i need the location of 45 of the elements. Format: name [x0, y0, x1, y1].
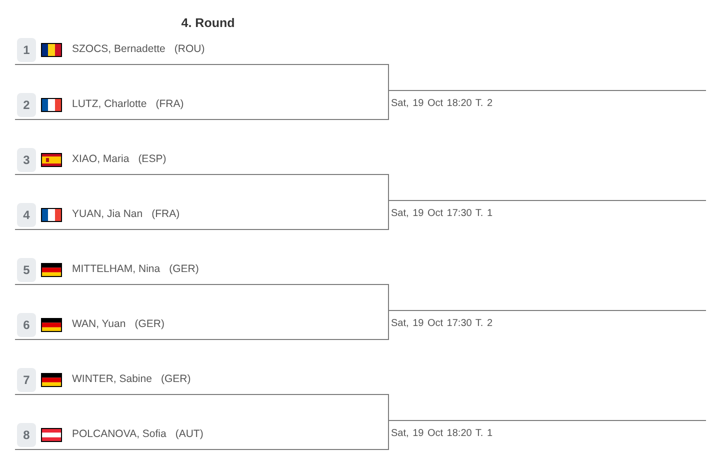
- seed-number: 4: [17, 203, 36, 227]
- country-code: (ESP): [138, 152, 166, 166]
- player-name: YUAN, Jia Nan: [72, 207, 143, 221]
- player-name: POLCANOVA, Sofia: [72, 427, 166, 441]
- player-slot: [15, 92, 389, 120]
- bracket-line: [388, 200, 389, 230]
- country-code: (GER): [160, 372, 191, 386]
- round-title: 4. Round: [181, 16, 235, 31]
- player-name: WAN, Yuan: [72, 317, 126, 331]
- seed-number: 7: [17, 368, 36, 392]
- player-slot: [15, 202, 389, 230]
- bracket-line: [388, 310, 389, 340]
- country-code: (ROU): [174, 42, 205, 56]
- seed-number: 3: [17, 148, 36, 172]
- country-code: (FRA): [156, 97, 184, 111]
- player-name: SZOCS, Bernadette: [72, 42, 166, 56]
- country-code: (GER): [134, 317, 164, 331]
- bracket-line: [388, 64, 389, 91]
- bracket-line: [388, 174, 389, 201]
- seed-number: 1: [17, 38, 36, 62]
- seed-number: 5: [17, 258, 36, 282]
- match-schedule: Sat, 19 Oct 18:20 T. 1: [391, 427, 493, 441]
- player-slot: [15, 147, 389, 175]
- seed-number: 6: [17, 313, 36, 337]
- player-name: LUTZ, Charlotte: [72, 97, 147, 111]
- bracket-line: [388, 90, 389, 120]
- player-slot: [15, 257, 389, 285]
- seed-number: 2: [17, 93, 36, 117]
- bracket-line: [388, 284, 389, 311]
- player-slot: [15, 367, 389, 395]
- country-code: (GER): [169, 262, 199, 276]
- seed-number: 8: [17, 423, 36, 447]
- player-name: MITTELHAM, Nina: [72, 262, 160, 276]
- player-name: WINTER, Sabine: [72, 372, 152, 386]
- match-schedule: Sat, 19 Oct 18:20 T. 2: [391, 97, 493, 111]
- country-code: (AUT): [175, 427, 204, 441]
- player-slot: [15, 422, 389, 450]
- match-schedule: Sat, 19 Oct 17:30 T. 2: [391, 317, 493, 331]
- match-schedule: Sat, 19 Oct 17:30 T. 1: [391, 207, 493, 221]
- bracket-line: [388, 420, 389, 450]
- player-slot: [15, 37, 389, 65]
- player-name: XIAO, Maria: [72, 152, 130, 166]
- bracket-line: [388, 394, 389, 421]
- country-code: (FRA): [152, 207, 180, 221]
- player-slot: [15, 312, 389, 340]
